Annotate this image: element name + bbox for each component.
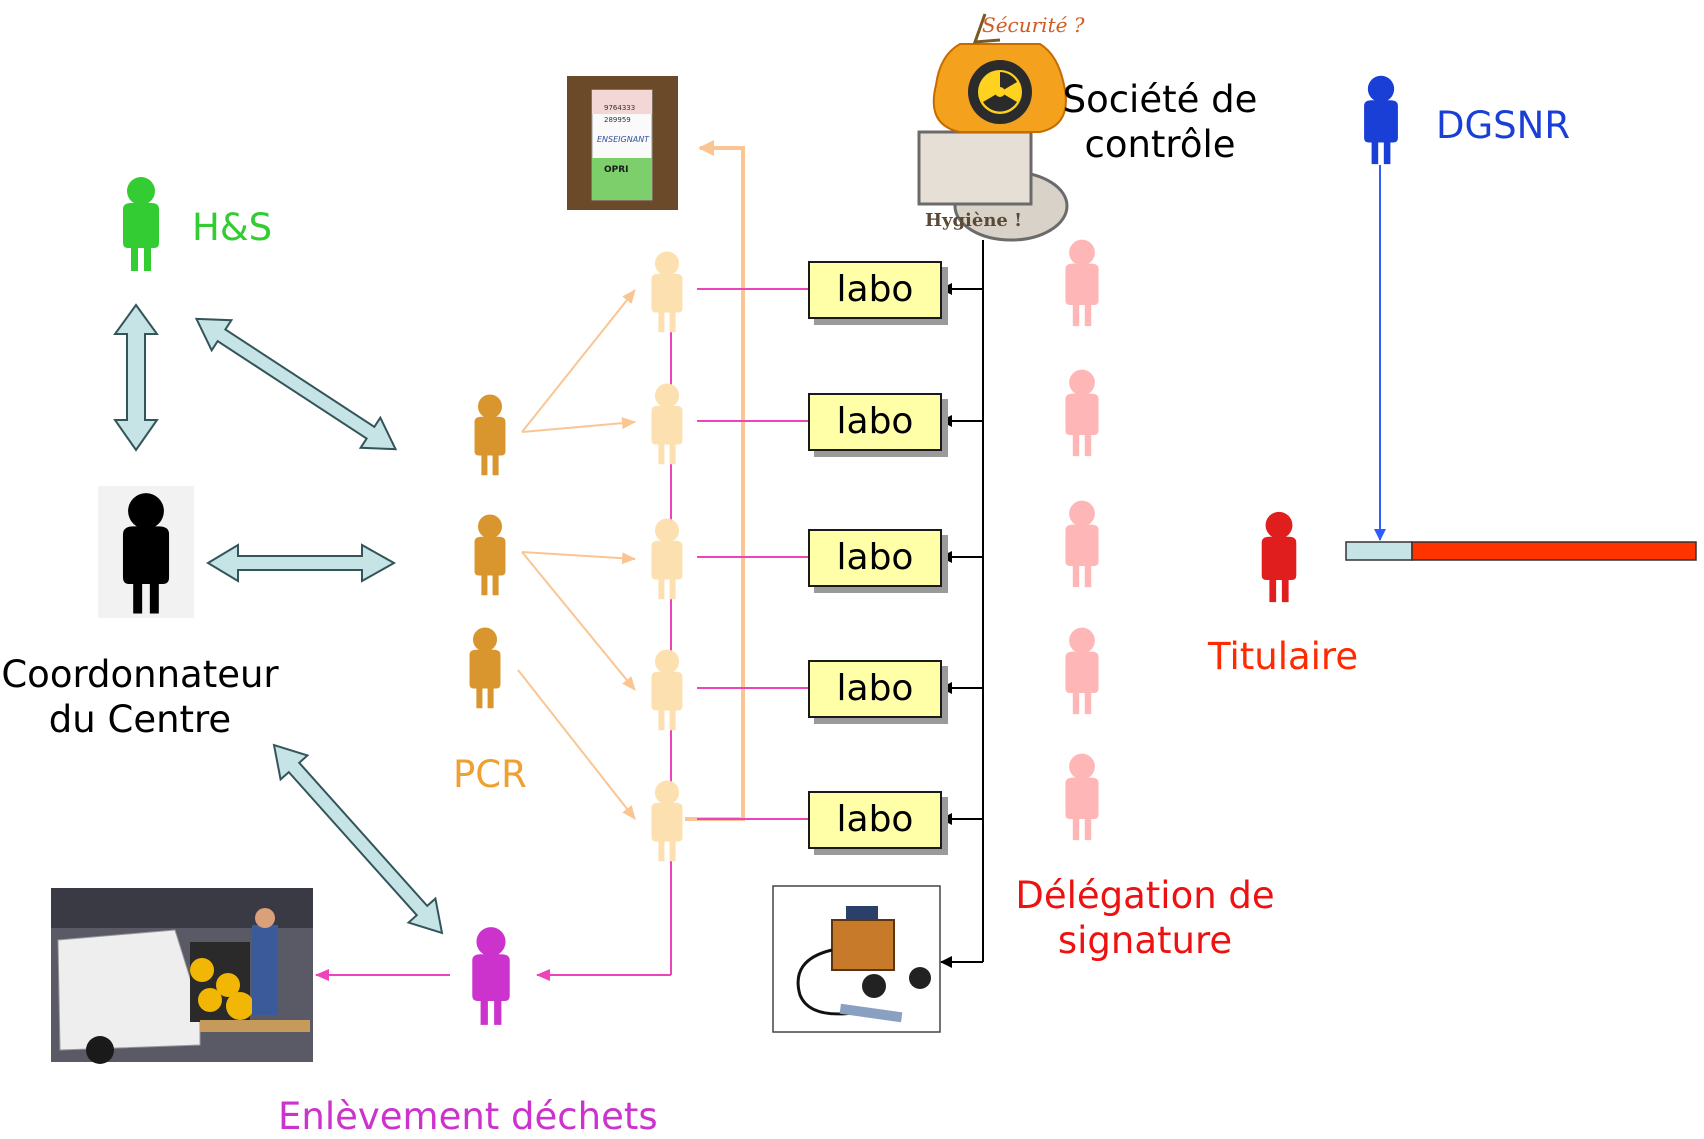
fan-arrows (517, 289, 636, 820)
double-arrow-horizontal (206, 543, 397, 583)
delegation-line2: signature (1057, 919, 1233, 962)
worker-person-icon (651, 780, 683, 862)
badge-photo: 9764333 289959 ENSEIGNANT OPRI (567, 76, 678, 210)
dgsnr-person-icon (1364, 75, 1398, 165)
worker-person-icon (651, 383, 683, 465)
labo-box: labo (808, 393, 942, 451)
worker-person-icon (651, 649, 683, 731)
titulaire-label: Titulaire (1208, 635, 1359, 678)
truck-photo (51, 888, 313, 1064)
enlevement-label: Enlèvement déchets (278, 1095, 658, 1138)
hygiene-text: Hygiène ! (925, 210, 1022, 231)
pcr-label: PCR (453, 753, 527, 796)
worker-person-icon (651, 518, 683, 600)
double-arrow-vertical (113, 303, 159, 452)
delegate-person-icon (1065, 239, 1099, 327)
pcr-person-icon (469, 627, 501, 709)
delegate-person-icon (1065, 627, 1099, 715)
double-arrow-diagonal-bottom (272, 743, 444, 935)
labo-box: labo (808, 791, 942, 849)
double-arrow-icon (113, 303, 397, 583)
detector-photo (772, 885, 941, 1033)
coordonnateur-line2: du Centre (48, 698, 232, 741)
fan-arrow (521, 551, 636, 691)
fan-arrow (521, 289, 636, 433)
double-arrow-diagonal-top (194, 317, 398, 451)
fan-arrow (521, 417, 636, 433)
coordonnateur-line1: Coordonnateur (1, 653, 279, 696)
bar-light (1345, 541, 1413, 561)
societe-label: Société de contrôle (1040, 77, 1280, 167)
fan-arrow (521, 551, 636, 565)
worker-person-icon (651, 251, 683, 333)
badge-arrow (685, 140, 745, 821)
radioactive-bag-icon: Sécurité ? Hygiène ! (917, 13, 1085, 242)
badge-line4: OPRI (604, 165, 629, 175)
fan-arrow (517, 669, 636, 820)
delegate-person-icon (1065, 369, 1099, 457)
control-bus (940, 240, 984, 968)
delegation-label: Délégation de signature (1010, 873, 1280, 963)
pcr-person-icon (474, 394, 506, 476)
societe-line2: contrôle (1084, 123, 1236, 166)
delegate-person-icon (1065, 753, 1099, 841)
coordonnateur-label: Coordonnateur du Centre (0, 652, 280, 742)
societe-line1: Société de (1062, 78, 1258, 121)
labo-box: labo (808, 660, 942, 718)
delegation-line1: Délégation de (1015, 874, 1275, 917)
badge-line3: ENSEIGNANT (597, 135, 650, 144)
enlevement-person-icon (472, 927, 510, 1025)
delegate-person-icon (1065, 500, 1099, 588)
securite-text: Sécurité ? (982, 13, 1085, 37)
pcr-person-icon (474, 514, 506, 596)
bar-red (1411, 541, 1697, 561)
badge-line1: 9764333 (604, 104, 635, 112)
hs-person-icon (123, 177, 159, 271)
dgsnr-label: DGSNR (1436, 104, 1571, 147)
labo-box: labo (808, 261, 942, 319)
labo-box: labo (808, 529, 942, 587)
badge-line2: 289959 (604, 116, 631, 124)
hs-label: H&S (192, 206, 273, 249)
titulaire-person-icon (1261, 511, 1297, 603)
